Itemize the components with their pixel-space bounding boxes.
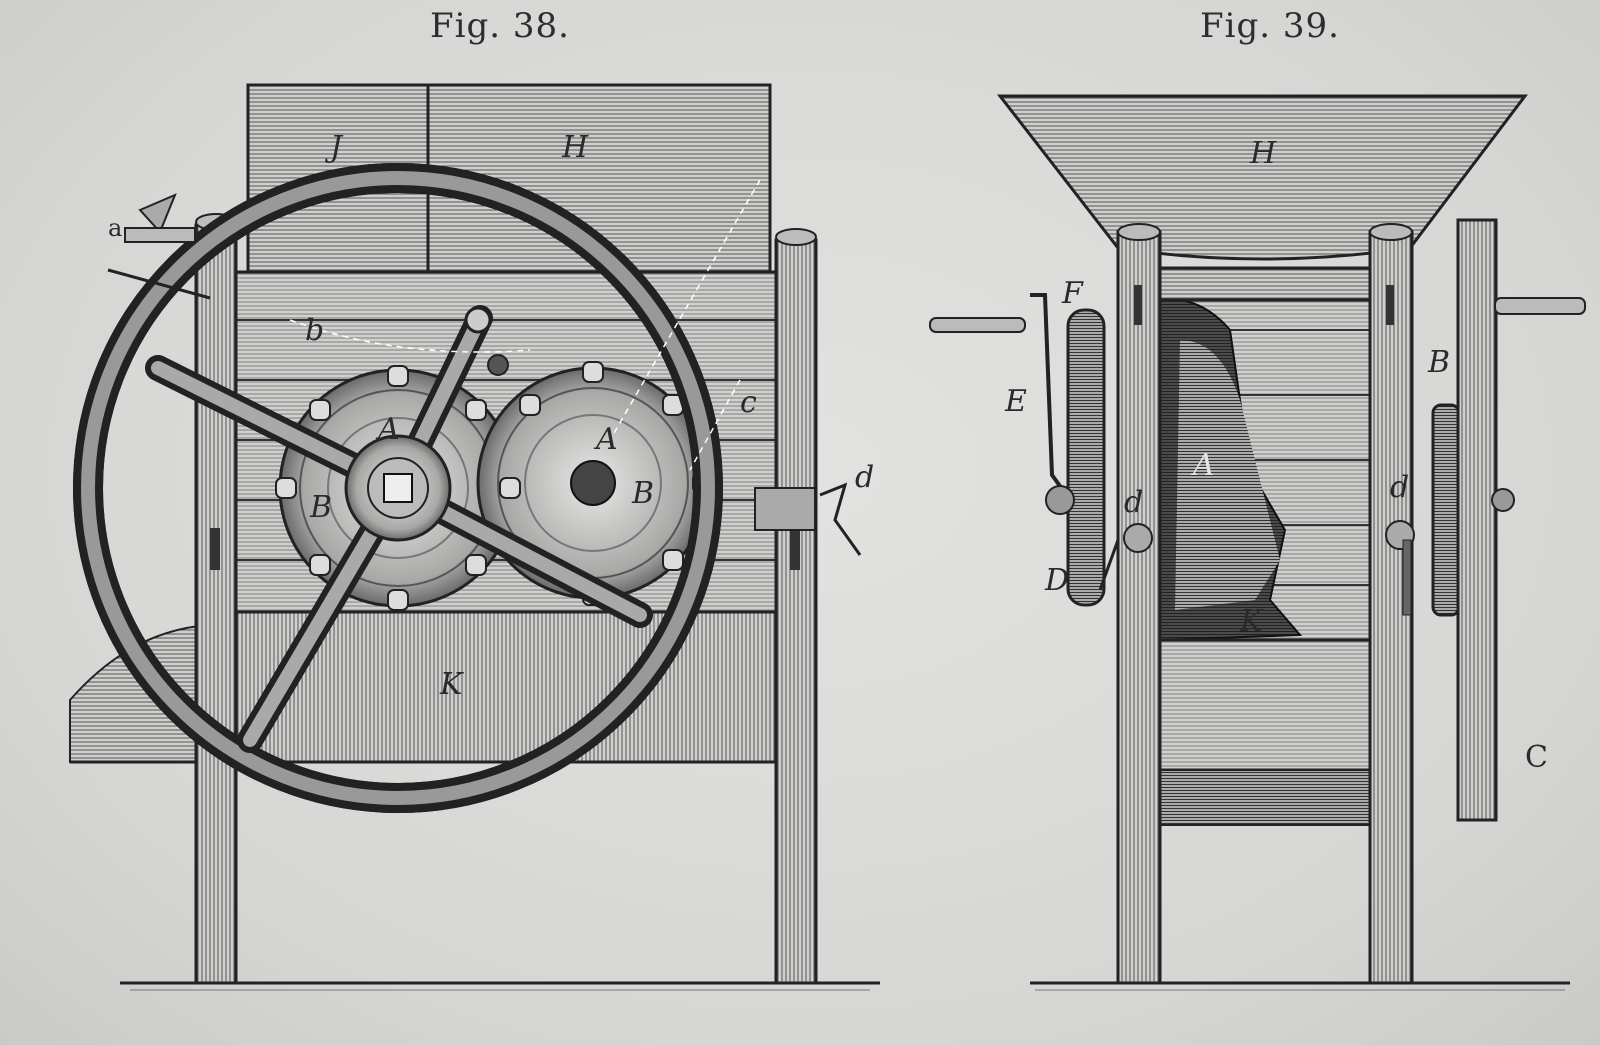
- fig38-label-J: J: [330, 130, 343, 165]
- fig38-label-A-right: A: [596, 422, 618, 457]
- fig39-label-E: E: [1005, 384, 1027, 419]
- fig38-label-K: K: [440, 667, 463, 702]
- fig39-label-C: C: [1525, 740, 1548, 775]
- fig38-label-B-left: B: [310, 490, 333, 525]
- fig39-label-d-left: d: [1124, 485, 1144, 520]
- figure-38-caption: Fig. 38.: [430, 6, 570, 46]
- fig39-label-K: K: [1240, 604, 1263, 639]
- fig39-label-H: H: [1250, 136, 1277, 171]
- fig38-label-B-right: B: [632, 476, 655, 511]
- fig38-label-A-left: A: [378, 412, 400, 447]
- figure-39-drawing: [929, 94, 1586, 991]
- fig38-label-a: a: [108, 214, 123, 242]
- figure-38-drawing: [69, 83, 880, 991]
- fig39-label-F: F: [1062, 276, 1083, 311]
- fig38-label-d: d: [855, 460, 875, 495]
- figure-39-caption: Fig. 39.: [1200, 6, 1340, 46]
- fig38-label-c: c: [740, 385, 757, 420]
- fig38-label-b: b: [305, 313, 325, 348]
- fig38-label-H: H: [562, 130, 589, 165]
- fig39-label-A: A: [1193, 448, 1215, 483]
- fig39-label-d-right: d: [1390, 470, 1410, 505]
- fig39-label-B: B: [1428, 345, 1451, 380]
- fig39-label-D: D: [1045, 563, 1070, 598]
